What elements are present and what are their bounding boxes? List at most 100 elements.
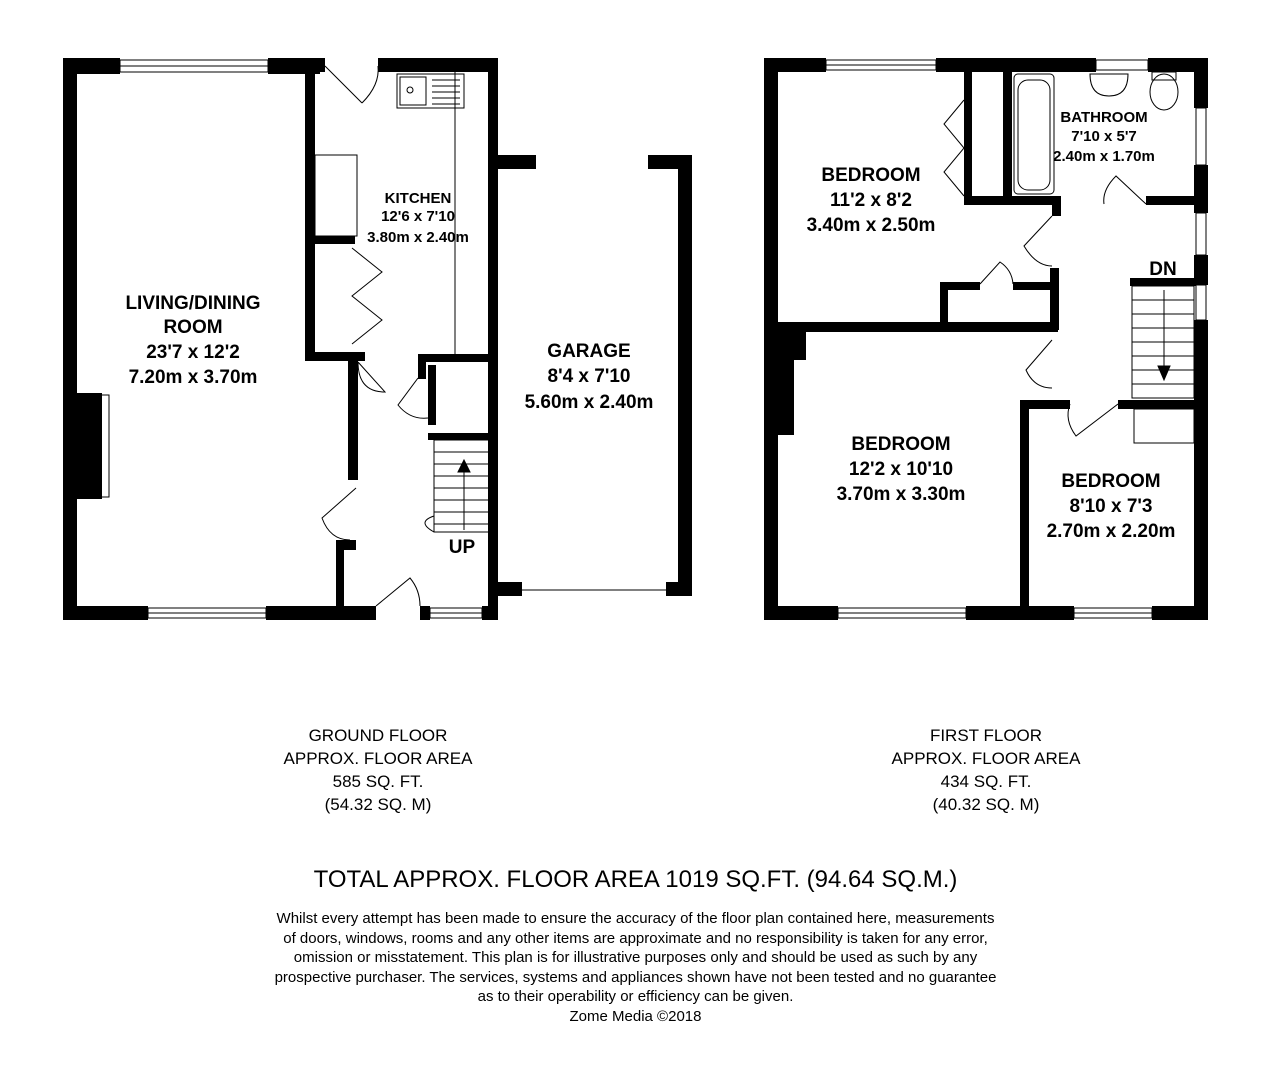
disclaimer-line: omission or misstatement. This plan is f… bbox=[293, 949, 978, 966]
cupboard-wall-top bbox=[940, 282, 980, 290]
ground-floor-area-label: APPROX. FLOOR AREA bbox=[283, 749, 473, 768]
basin bbox=[1089, 73, 1129, 97]
ground-floor-plan bbox=[63, 58, 692, 620]
kitchen-metric: 3.80m x 2.40m bbox=[367, 229, 469, 246]
first-floor-sqft: 434 SQ. FT. bbox=[940, 772, 1032, 791]
stair-down-label: DN bbox=[1149, 259, 1176, 280]
first-floor-area-label: APPROX. FLOOR AREA bbox=[891, 749, 1081, 768]
stairs-up bbox=[433, 439, 491, 533]
first-floor-title: FIRST FLOOR bbox=[929, 726, 1043, 745]
landing-cupboard-door bbox=[979, 261, 1014, 285]
garage-name: GARAGE bbox=[547, 341, 630, 362]
ff-wall-right-mid2 bbox=[1194, 255, 1208, 285]
living-door-swing bbox=[357, 361, 387, 393]
ff-wall-bottom-mid bbox=[966, 606, 1074, 620]
bath bbox=[1013, 73, 1055, 195]
living-hall-wall-upper bbox=[348, 355, 358, 480]
bedroom3-wall-top-left bbox=[1020, 400, 1070, 409]
stair-treads bbox=[434, 451, 490, 525]
bedroom2-door-swing bbox=[1025, 339, 1053, 389]
ground-floor-caption: GROUND FLOOR APPROX. FLOOR AREA 585 SQ. … bbox=[228, 724, 528, 816]
disclaimer-line: as to their operability or efficiency ca… bbox=[477, 988, 794, 1005]
hall-wall-bottom-right bbox=[482, 606, 498, 620]
bedroom1-bottom-wall bbox=[778, 322, 1058, 332]
wc bbox=[1149, 73, 1179, 111]
stair-arrow-head bbox=[457, 458, 471, 473]
bedroom3-door-swing bbox=[1067, 403, 1119, 437]
cupboard-wall-bottom bbox=[305, 352, 365, 361]
ff-wall-left bbox=[764, 58, 778, 620]
kitchen-wall-top-right bbox=[378, 58, 494, 72]
ff-wall-top-left bbox=[764, 58, 826, 72]
bathroom-door-swing bbox=[1103, 175, 1147, 205]
garage-imperial: 8'4 x 7'10 bbox=[548, 366, 631, 387]
ground-floor-title: GROUND FLOOR bbox=[308, 726, 448, 745]
living-room-imperial: 23'7 x 12'2 bbox=[146, 342, 240, 363]
bedroom2-chimney-lower bbox=[778, 355, 794, 435]
disclaimer-line: prospective purchaser. The services, sys… bbox=[274, 968, 997, 986]
ff-stair-treads bbox=[1132, 299, 1194, 385]
disclaimer-line: Whilst every attempt has been made to en… bbox=[276, 910, 995, 927]
bedroom1-metric: 3.40m x 2.50m bbox=[807, 215, 936, 236]
ff-wall-top-mid bbox=[936, 58, 1096, 72]
bedroom3-name: BEDROOM bbox=[1061, 471, 1160, 492]
kitchen-wall-right bbox=[488, 58, 498, 358]
bedroom2-name: BEDROOM bbox=[851, 434, 950, 455]
ff-stair-arrow-head bbox=[1157, 365, 1171, 382]
credit: Zome Media ©2018 bbox=[569, 1007, 702, 1025]
sink-bowl bbox=[399, 76, 427, 106]
fireplace bbox=[94, 394, 110, 498]
ground-floor-fixtures bbox=[94, 59, 666, 619]
stair-wall-top bbox=[428, 433, 496, 440]
bedroom3-wall-top-right bbox=[1118, 400, 1198, 409]
first-floor-fixtures bbox=[825, 59, 1207, 619]
cupboard-wall-left bbox=[940, 282, 948, 326]
stair-window-right bbox=[1195, 284, 1207, 321]
room-labels: LIVING/DINING ROOM 23'7 x 12'2 7.20m x 3… bbox=[125, 109, 1176, 558]
garage-wall-bottom-left bbox=[498, 582, 522, 596]
kitchen-sink bbox=[396, 73, 465, 109]
ff-wall-right-bottom bbox=[1194, 320, 1208, 620]
kitchen-counter bbox=[314, 154, 358, 237]
disclaimer-line: of doors, windows, rooms and any other i… bbox=[283, 929, 988, 947]
living-room-metric: 7.20m x 3.70m bbox=[129, 367, 258, 388]
bedroom1-bath-wall bbox=[964, 196, 1061, 205]
first-floor-sqm: (40.32 SQ. M) bbox=[932, 795, 1040, 814]
hall-wall-v1 bbox=[418, 354, 426, 379]
ff-wall-right-mid1 bbox=[1194, 165, 1208, 213]
bedroom3-metric: 2.70m x 2.20m bbox=[1047, 521, 1176, 542]
bathroom-window-top bbox=[1095, 59, 1149, 71]
kitchen-name: KITCHEN bbox=[385, 190, 452, 207]
bathroom-window-right bbox=[1195, 107, 1207, 166]
living-wall-top-left bbox=[63, 58, 120, 74]
sink-drain bbox=[406, 86, 414, 94]
living-wall-bottom-left bbox=[63, 606, 148, 620]
stair-up-label: UP bbox=[449, 537, 476, 558]
floor-plan-drawing: LIVING/DINING ROOM 23'7 x 12'2 7.20m x 3… bbox=[63, 58, 1208, 620]
bedroom2-wall-right bbox=[1020, 400, 1029, 610]
wc-cistern bbox=[1151, 71, 1177, 81]
kitchen-wall-top-left bbox=[305, 58, 325, 72]
garage-wall-top-left bbox=[498, 155, 536, 169]
living-room-name-1: LIVING/DINING bbox=[125, 293, 260, 314]
bedroom1-imperial: 11'2 x 8'2 bbox=[830, 190, 912, 211]
first-floor-plan bbox=[764, 58, 1208, 620]
ff-wall-top-right bbox=[1148, 58, 1208, 72]
living-hall-wall-stub bbox=[336, 540, 344, 610]
garage-wall-bottom-right bbox=[666, 582, 692, 596]
bath-inner bbox=[1017, 79, 1051, 191]
living-hall-wall-lower bbox=[336, 540, 356, 550]
bedroom1-door-swing bbox=[1023, 215, 1053, 267]
kitchen-back-door-swing bbox=[324, 65, 379, 104]
bathroom-wall-bottom bbox=[1146, 196, 1206, 205]
bedroom2-metric: 3.70m x 3.30m bbox=[837, 484, 966, 505]
landing-wall bbox=[1050, 268, 1059, 330]
ground-floor-sqft: 585 SQ. FT. bbox=[332, 772, 424, 791]
hall-wall-right bbox=[488, 354, 498, 620]
sink-drainer bbox=[432, 79, 460, 105]
hall-wall-top bbox=[418, 354, 496, 362]
living-wall-left bbox=[63, 58, 77, 620]
landing-wall-stub bbox=[1052, 196, 1061, 216]
wardrobe-bifold-door bbox=[943, 99, 965, 197]
bathroom-wall-left bbox=[1003, 70, 1012, 204]
